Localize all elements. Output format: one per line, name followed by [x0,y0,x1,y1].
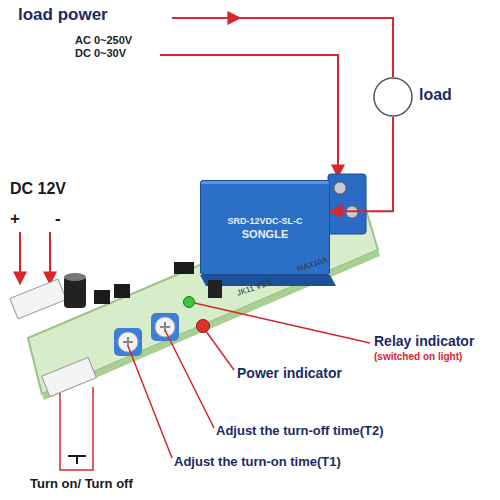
power-wire [238,18,393,77]
terminal-screw [334,182,346,194]
polarity-mark: + [10,210,20,229]
callout-label: Turn on/ Turn off [30,477,133,491]
push-switch-symbol [68,456,86,464]
voltage-label: AC 0~250V [75,34,132,46]
node-text: SONGLE [242,228,288,241]
callout-label: Adjust the turn-on time(T1) [174,455,341,469]
leader-line [190,302,370,343]
heading-label: load power [18,6,108,25]
switch-connector [42,357,97,396]
node-title: SRD-12VDC-SL-C [227,215,302,228]
leader-line [165,330,214,428]
jumper-block [174,262,194,274]
jumper-block [114,284,130,298]
input-connector [10,279,66,319]
load-circle-shape [374,78,412,116]
potentiometer-knob [155,317,175,337]
potentiometer-slot [123,337,133,347]
voltage-label: DC 0~30V [75,47,126,59]
power-led [197,320,210,333]
callout-label: Adjust the turn-off time(T2) [216,424,384,438]
potentiometer [151,313,179,341]
terminal-screw [346,206,358,218]
board-marking: MAX10A [296,256,329,274]
potentiometer-knob [118,332,138,352]
potentiometer [114,328,142,356]
callout-label: Power indicator [237,366,342,381]
node-title: load [419,86,452,104]
supply-arrow [49,232,51,284]
leader-line [128,346,172,458]
supply-arrow [19,232,21,284]
callout-label: Relay indicator [374,334,474,349]
load-wire [330,117,393,211]
callout-note: (switched on light) [374,351,462,362]
power-wire [172,17,240,19]
load-outline [373,77,413,117]
terminal-block [328,174,366,234]
leader-line [203,327,234,370]
load-circle: load [373,77,413,117]
board-marking: JK11 V1.5 [236,279,273,299]
supply-label: DC 12V [10,180,66,198]
jumper-block [94,290,110,304]
switch-wire [60,387,93,470]
relay-led [184,297,195,308]
power-wire [160,55,338,177]
polarity-mark: - [55,210,61,229]
transistor [208,280,222,298]
capacitor-top [64,273,86,281]
